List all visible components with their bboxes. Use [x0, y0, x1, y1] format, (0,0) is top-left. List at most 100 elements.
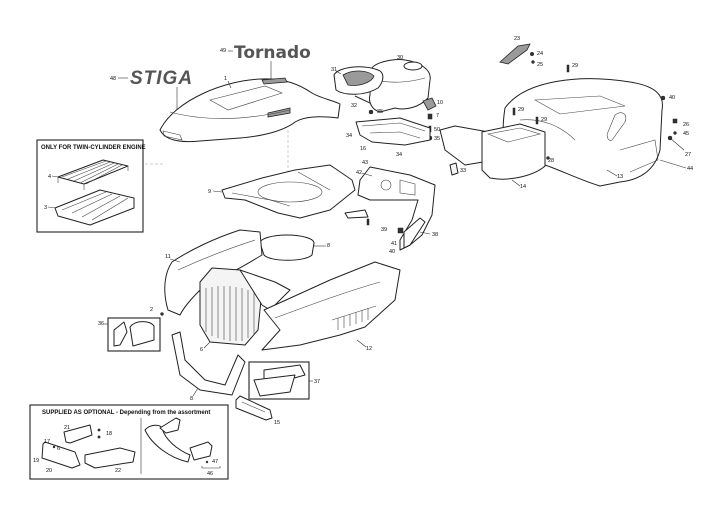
callout-37: 37	[314, 379, 320, 385]
twin-cylinder-box: ONLY FOR TWIN-CYLINDER ENGINE 4 3	[36, 139, 146, 233]
leader-27	[669, 137, 685, 151]
callout-26: 26	[683, 122, 689, 128]
callout-18: 18	[106, 431, 112, 437]
callout-43: 43	[362, 160, 368, 166]
callout-40b: 40	[389, 249, 395, 255]
callout-50: 50	[434, 127, 440, 133]
callout-25: 25	[537, 62, 543, 68]
leader-9	[212, 190, 223, 193]
clip-7	[427, 113, 433, 120]
leader-14	[511, 179, 521, 187]
callout-34a: 34	[346, 133, 352, 139]
callout-19: 19	[33, 458, 39, 464]
callout-30: 30	[397, 55, 403, 61]
callout-3: 3	[44, 205, 47, 211]
callout-41: 41	[391, 241, 397, 247]
callout-40a: 40	[669, 95, 675, 101]
callout-21: 21	[64, 425, 70, 431]
callout-13: 13	[617, 174, 623, 180]
callout-38: 38	[432, 232, 438, 238]
leader-1	[227, 80, 232, 89]
callout-46: 46	[207, 471, 213, 477]
callout-32: 32	[351, 103, 357, 109]
callout-42: 42	[356, 170, 362, 176]
stiga-logo-text: STIGA	[130, 68, 193, 89]
leader-6	[203, 341, 211, 349]
callout-14: 14	[520, 184, 526, 190]
callout-34b: 34	[396, 152, 402, 158]
lower-trim-part-8: 8	[171, 331, 246, 402]
callout-39: 39	[381, 227, 387, 233]
leader-3	[47, 206, 57, 209]
callout-35a: 35	[377, 109, 383, 115]
leader-31	[335, 70, 342, 75]
panel-frame-37	[248, 361, 310, 400]
fasteners-rear: 29 29 29 28 40 26 45 27	[512, 63, 691, 164]
step-part-15: 15	[235, 395, 280, 426]
callout-16: 16	[360, 146, 366, 152]
leader-8b	[192, 387, 199, 397]
side-panel-frame-36	[107, 317, 161, 352]
callout-33: 33	[460, 168, 466, 174]
callout-8b: 8	[190, 396, 193, 402]
panel-box-37: 37	[248, 361, 320, 400]
callout-35b: 35	[434, 136, 440, 142]
twin-cylinder-frame	[36, 139, 144, 233]
leader-4	[51, 175, 59, 178]
air-duct-ring-part-8: 8	[259, 234, 330, 261]
tornado-logo-text: Tornado	[234, 43, 311, 63]
leader-13	[606, 169, 618, 177]
dash-lower-part-16: 16 34 34	[346, 117, 431, 158]
support-panel-part-42: 43 42 38 39 41 40	[344, 160, 438, 255]
callout-9: 9	[208, 189, 211, 195]
callout-7: 7	[436, 113, 439, 119]
callout-6: 6	[200, 347, 203, 353]
frame-part-9: 9	[208, 164, 356, 219]
callout-8a: 8	[327, 243, 330, 249]
optional-title: SUPPLIED AS OPTIONAL - Depending from th…	[42, 410, 210, 416]
rod-32	[354, 95, 371, 104]
callout-29a: 29	[572, 63, 578, 69]
leader-38	[419, 231, 431, 235]
callout-44: 44	[687, 166, 693, 172]
side-panel-box-36: 2 36	[98, 307, 164, 352]
callout-48: 48	[110, 76, 116, 82]
callout-29c: 29	[541, 117, 547, 123]
screw-35a	[368, 109, 374, 115]
leader-44	[659, 159, 687, 169]
dash-console-part-30: 30	[369, 55, 431, 113]
callout-28: 28	[548, 158, 554, 164]
callout-31: 31	[331, 67, 337, 73]
callout-11: 11	[165, 254, 171, 260]
hood-part-1: 1	[159, 76, 341, 143]
callout-23: 23	[514, 36, 520, 42]
callout-1: 1	[224, 76, 227, 82]
callout-17: 17	[44, 439, 50, 445]
callout-4: 4	[48, 174, 51, 180]
callout-27: 27	[685, 152, 691, 158]
storage-box-part-14: 14 33	[439, 123, 546, 190]
optional-frame	[29, 404, 229, 480]
callout-36: 36	[98, 321, 104, 327]
callout-2: 2	[150, 307, 153, 313]
callout-15: 15	[274, 420, 280, 426]
callout-6-opt: 6	[57, 446, 60, 452]
grille-part-6: 6	[199, 267, 291, 353]
callout-10: 10	[437, 100, 443, 106]
callout-45: 45	[683, 131, 689, 137]
optional-box: SUPPLIED AS OPTIONAL - Depending from th…	[29, 404, 229, 480]
callout-22: 22	[115, 468, 121, 474]
callout-49: 49	[220, 48, 226, 54]
callout-47: 47	[212, 459, 218, 465]
side-skirt-part-12: 12	[261, 261, 401, 352]
leader-42	[361, 172, 373, 177]
twin-cylinder-title: ONLY FOR TWIN-CYLINDER ENGINE	[41, 145, 146, 151]
callout-12: 12	[366, 346, 372, 352]
callout-24: 24	[537, 51, 543, 57]
callout-29b: 29	[518, 107, 524, 113]
bracket-46	[201, 466, 221, 469]
callout-20: 20	[46, 468, 52, 474]
leader-11	[169, 258, 181, 263]
leader-12	[356, 339, 367, 348]
